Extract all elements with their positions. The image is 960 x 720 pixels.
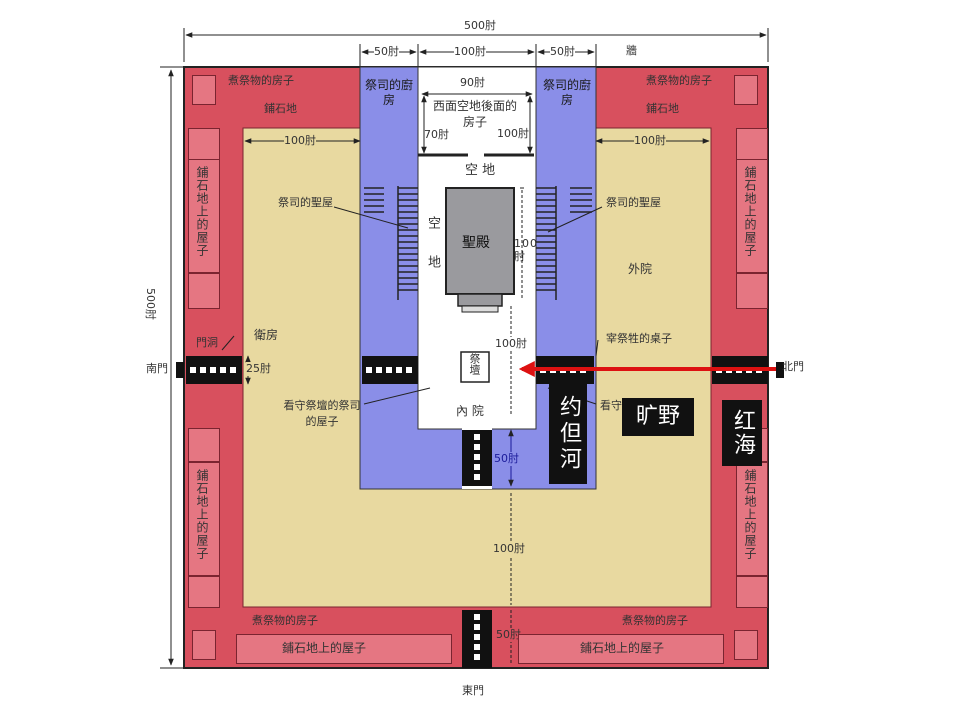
- south-outer-gate: [186, 356, 242, 384]
- pave-house-left2-b: [188, 576, 220, 608]
- dim-left-500: 500肘: [143, 288, 157, 320]
- wilderness-tag: 旷野: [622, 398, 694, 436]
- guard-right-label: 看守: [600, 399, 622, 412]
- pave-house-right-b: [736, 273, 768, 309]
- south-inner-gate: [362, 356, 418, 384]
- dim-side-100-top: 100肘: [497, 127, 529, 140]
- pave-house-right2: [736, 462, 768, 576]
- dim-top-right-50: 50肘: [550, 45, 575, 59]
- pave-house-right2-b: [736, 576, 768, 608]
- pave-house-right: [736, 159, 768, 273]
- boil-box-bl: [192, 630, 216, 660]
- guard-house-label: 衛房: [254, 328, 279, 342]
- sanctuary-label: 聖殿: [462, 235, 490, 251]
- dim-top-left-50: 50肘: [374, 45, 399, 59]
- pave-house-right-label: 鋪石地上的屋子: [743, 166, 757, 257]
- inner-court-label: 內 院: [456, 404, 484, 418]
- jordan-river-text: 约但河: [556, 395, 581, 473]
- dim-gate-25: 25肘: [246, 362, 271, 376]
- dim-inner-50: 50肘: [494, 452, 519, 466]
- dim-inner-90: 90肘: [460, 76, 485, 89]
- open-space-side-label: 空地: [425, 216, 440, 294]
- boil-br-label: 煮祭物的房子: [622, 614, 688, 627]
- boil-bl-label: 煮祭物的房子: [252, 614, 318, 627]
- pave-bottom-left-label: 鋪石地上的屋子: [282, 641, 367, 655]
- east-outer-gate: [462, 610, 492, 668]
- kitchen-right-label: 祭司的廚房: [542, 78, 591, 107]
- dim-court-100: 100肘: [495, 337, 527, 351]
- guard-left-label: 看守祭壇的祭司的屋子: [283, 399, 361, 428]
- altar-box: [460, 351, 490, 383]
- kitchen-left-label: 祭司的廚房: [364, 78, 413, 107]
- pave-bottom-right-label: 鋪石地上的屋子: [580, 641, 665, 655]
- dim-right-100: 100肘: [634, 134, 666, 148]
- wall-label: 牆: [626, 44, 637, 57]
- pave-house-left2-a: [188, 428, 220, 462]
- pave-bottom-left: [236, 634, 452, 664]
- priest-chamber-right-label: 祭司的聖屋: [606, 196, 661, 209]
- dim-outer-100: 100肘: [493, 542, 525, 556]
- pave-house-left-b: [188, 273, 220, 309]
- pave-house-left-a: [188, 128, 220, 160]
- outer-court-label: 外院: [628, 262, 653, 276]
- east-gate-label: 東門: [462, 684, 484, 697]
- east-inner-gate: [462, 430, 492, 486]
- jordan-river-tag: 约但河: [549, 384, 587, 484]
- south-gate-label: 南門: [146, 362, 168, 375]
- priest-chamber-left-label: 祭司的聖屋: [278, 196, 333, 209]
- slaughter-tables-label: 宰祭牲的桌子: [606, 332, 672, 345]
- pave-house-left-label: 鋪石地上的屋子: [195, 166, 209, 257]
- pave-house-left2-label: 鋪石地上的屋子: [195, 469, 209, 560]
- gate-post: [776, 362, 784, 378]
- dim-side-70: 70肘: [424, 128, 449, 141]
- pave-house-right2-label: 鋪石地上的屋子: [743, 469, 757, 560]
- boil-box-tr: [734, 75, 758, 105]
- dim-left-100: 100肘: [284, 134, 316, 148]
- sanctuary-building: [445, 187, 515, 295]
- pave-bottom-right: [518, 634, 724, 664]
- red-sea-tag: 红海: [722, 400, 762, 466]
- north-gate-label: 北門: [782, 360, 804, 373]
- pave-house-right-a: [736, 128, 768, 160]
- red-sea-text: 红海: [730, 409, 755, 457]
- boil-tl-label: 煮祭物的房子: [228, 74, 294, 87]
- boil-box-tl: [192, 75, 216, 105]
- pave-top-left-label: 鋪石地: [264, 102, 297, 115]
- altar-label: 祭壇: [468, 353, 481, 375]
- dim-top-mid-100: 100肘: [454, 45, 486, 59]
- gate-passage-label: 門洞: [196, 336, 218, 350]
- pave-house-left2: [188, 462, 220, 576]
- pave-top-right-label: 鋪石地: [646, 102, 679, 115]
- dim-temple-100: 100肘: [514, 237, 538, 263]
- west-house-label: 西面空地後面的房子: [432, 99, 517, 129]
- dim-top-total: 500肘: [462, 19, 498, 33]
- boil-box-br: [734, 630, 758, 660]
- boil-tr-label: 煮祭物的房子: [646, 74, 712, 87]
- dim-east-50: 50肘: [496, 628, 521, 642]
- open-space-top-label: 空 地: [465, 163, 496, 178]
- gate-post: [176, 362, 184, 378]
